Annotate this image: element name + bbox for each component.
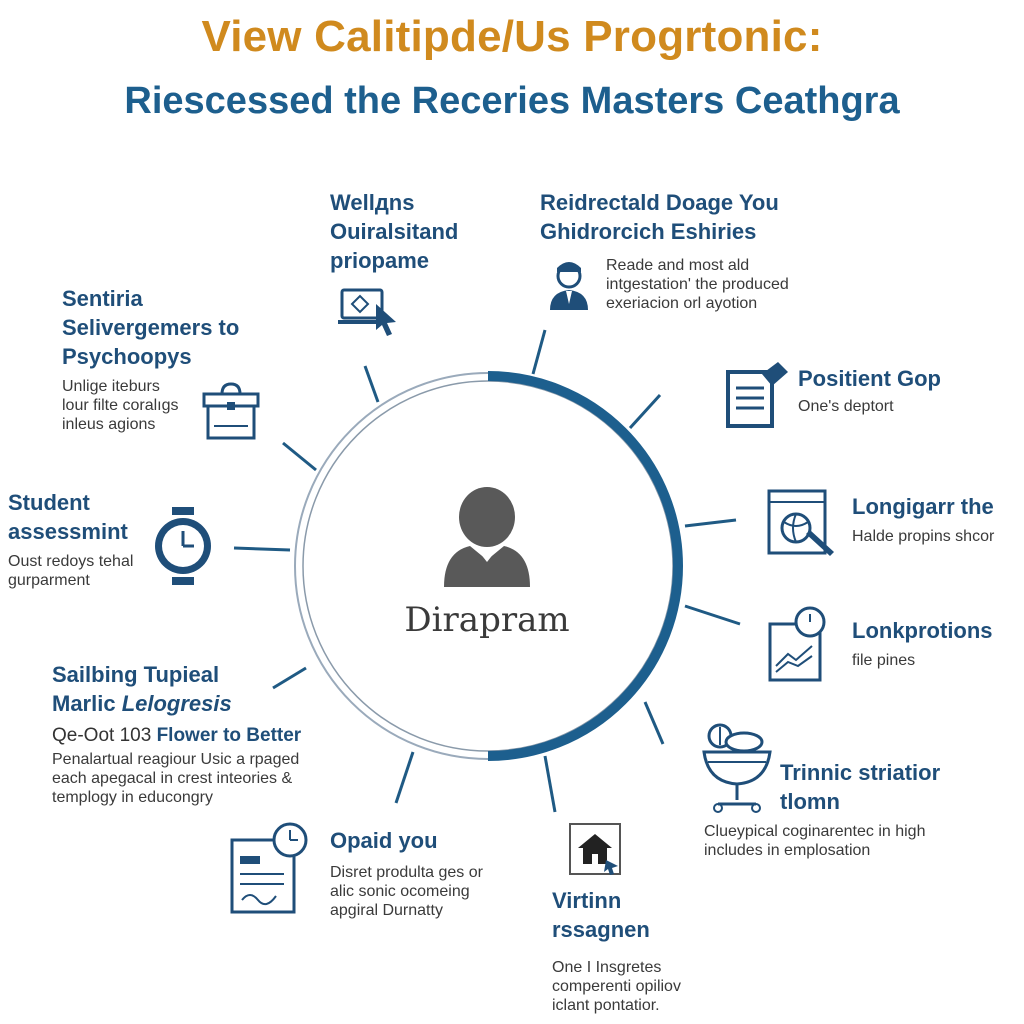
node-trinnic: Trinnic striatior tlomn [780, 758, 980, 816]
node-heading: Virtinn rssagnen [552, 888, 650, 942]
chart-clock-icon [768, 606, 826, 682]
node-body: Disret produlta ges or alic sonic ocomei… [330, 864, 483, 919]
node-sentiria: Sentiria Selivergemers to Psychoοpys Unl… [62, 284, 292, 434]
node-lead-text: Flower to Better [156, 725, 302, 746]
node-heading-italic: Lelogresis [121, 691, 232, 716]
connector-line [684, 604, 741, 626]
node-heading: Student assessmint [8, 490, 128, 544]
document-pen-icon [726, 362, 788, 428]
node-heading: Lonkprotions [852, 618, 993, 643]
node-wellness: Wellдns Ouiralsitand priopame [330, 188, 490, 275]
node-heading: Longigarr the [852, 494, 994, 519]
node-body: One I Insgretes comperenti opiliov iclan… [552, 959, 681, 1014]
node-body: Halde propins shcor [852, 528, 995, 545]
businessman-icon [550, 262, 588, 310]
node-virtinn: Virtinn rssagnen One I Insgretes compere… [552, 886, 752, 1015]
connector-line [282, 441, 317, 472]
node-body: Oust redoys tehal gurparment [8, 553, 134, 589]
node-lead: Qe-Oot 103 Flower to Better [52, 724, 322, 748]
toolbox-icon [202, 382, 260, 440]
node-heading: Wellдns Ouiralsitand priopame [330, 190, 459, 273]
node-sailbing: Sailbing Tupieal Marlic Lelogresis Qe-Oo… [52, 660, 322, 807]
node-body: One's deptort [798, 398, 894, 415]
connector-line [684, 518, 737, 528]
hub-ring-arc [487, 371, 683, 761]
connector-line [394, 751, 415, 804]
node-lonkprotions: Lonkprotions file pines [852, 616, 1022, 670]
connector-line [628, 393, 662, 430]
node-opaid: Opaid you Disret produlta ges or alic so… [330, 826, 520, 920]
node-positient: Positient Gop One's deptort [798, 364, 998, 416]
node-body: Penalartual reagiour Usic a rpaged each … [52, 751, 300, 806]
node-trinnic-body: Clueypical coginarentec in high includes… [704, 822, 1004, 860]
stopwatch-icon [155, 507, 211, 585]
node-body: Unlige iteburs lour filte coralıgs inleu… [62, 378, 179, 433]
node-redirect-body: Reade and most ald intgestation' the pro… [606, 256, 836, 313]
connector-line [543, 755, 557, 813]
node-body: Clueypical coginarentec in high includes… [704, 823, 926, 859]
node-heading: Trinnic striatior tlomn [780, 760, 941, 814]
node-body: Reade and most ald intgestation' the pro… [606, 257, 789, 312]
node-body: file pines [852, 652, 916, 669]
center-label: Dirapram [404, 600, 570, 640]
node-heading: Sailbing Tupieal [52, 662, 220, 687]
node-heading-line2: Marlic Lelogresis [52, 689, 322, 718]
connector-line [233, 546, 291, 552]
person-icon [444, 487, 530, 587]
node-heading-prefix: Marlic [52, 691, 122, 716]
node-heading: Reidrectald Doage You Ghidrorcich Eshiri… [540, 190, 779, 244]
connector-line [531, 329, 547, 375]
page-subtitle: Riescessed the Receries Masters Ceathgra [124, 80, 900, 122]
node-heading: Opaid you [330, 828, 438, 853]
page-title: View Calitipde/Us Progrtonic: [201, 12, 823, 61]
food-bowl-icon [702, 723, 772, 813]
laptop-cursor-icon [338, 288, 396, 336]
connector-line [363, 365, 380, 403]
clipboard-clock-icon [230, 822, 308, 914]
connector-line [643, 701, 665, 745]
node-longigarr: Longigarr the Halde propins shcor [852, 492, 1022, 546]
connector-line [272, 666, 307, 690]
node-lead-prefix: Qe-Oot 103 [52, 725, 157, 746]
node-heading: Sentiria Selivergemers to Psychoοpys [62, 286, 240, 369]
ball-window-icon [767, 489, 834, 556]
node-student: Student assessmint Oust redoys tehal gur… [8, 488, 168, 590]
node-redirect: Reidrectald Doage You Ghidrorcich Eshiri… [540, 188, 840, 246]
house-icon [569, 823, 621, 875]
node-heading: Positient Gop [798, 366, 941, 391]
